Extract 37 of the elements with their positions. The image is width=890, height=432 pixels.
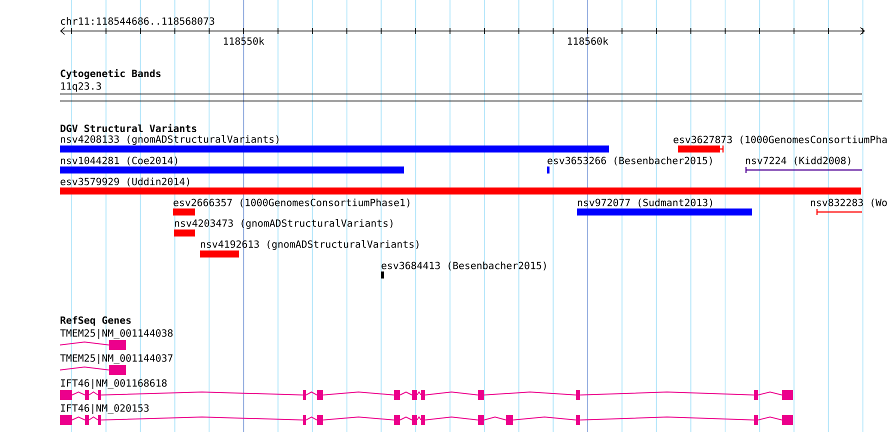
band-label: 11q23.3 [61,82,101,92]
gene-model: TMEM25|NM_001144037 [60,354,172,375]
node-label: nsv972077 (Sudmant2013) [578,198,712,208]
variant-feature: esv3684413 (Besenbacher2015) [381,262,546,278]
node-label: esv3684413 (Besenbacher2015) [382,262,546,270]
variant-feature: esv3653266 (Besenbacher2015) [547,156,712,174]
axis-label: 118560k [568,37,608,45]
track-title: Cytogenetic Bands [60,68,161,80]
node-label: TMEM25|NM_001144038 [60,329,173,339]
node-label: esv3653266 (Besenbacher2015) [548,156,712,166]
node-label: nsv1044281 (Coe2014) [60,156,178,166]
variant-feature: nsv7224 (Kidd2008) [745,156,863,174]
variant-feature: nsv4192613 (gnomADStructuralVariants) [200,240,418,258]
variant-feature: nsv972077 (Sudmant2013) [577,198,752,216]
node-label: IFT46|NM_001168618 [60,379,167,389]
node-label: TMEM25|NM_001144037 [60,354,172,364]
gene-model: IFT46|NM_020153 [60,404,793,425]
coordinate-label: chr11:118544686..118568073 [60,17,214,25]
node-label: nsv4208133 (gnomADStructuralVariants) [60,135,278,145]
node-label: IFT46|NM_020153 [60,404,149,414]
variant-feature: nsv4208133 (gnomADStructuralVariants) [60,135,609,152]
variant-feature: esv3627873 (1000GenomesConsortiumPha [674,136,887,154]
axis-label: 118550k [224,37,264,45]
variant-feature: nsv4203473 (gnomADStructuralVariants) [174,219,392,236]
variant-feature: nsv1044281 (Coe2014) [60,156,404,174]
node-label: esv2666357 (1000GenomesConsortiumPhase1) [174,198,410,208]
gene-model: TMEM25|NM_001144038 [60,329,173,350]
variant-feature: esv3579929 (Uddin2014) [60,178,861,194]
track-title: RefSeq Genes [60,316,131,326]
gene-model: IFT46|NM_001168618 [60,379,793,400]
node-label: esv3627873 (1000GenomesConsortiumPha [674,136,887,144]
variant-feature: nsv832283 (Wo [810,198,887,216]
node-label: nsv4192613 (gnomADStructuralVariants) [200,240,418,250]
node-label: esv3579929 (Uddin2014) [60,178,190,186]
variant-feature: esv2666357 (1000GenomesConsortiumPhase1) [173,198,410,216]
node-label: nsv4203473 (gnomADStructuralVariants) [174,219,392,229]
track-title: DGV Structural Variants [60,124,196,132]
